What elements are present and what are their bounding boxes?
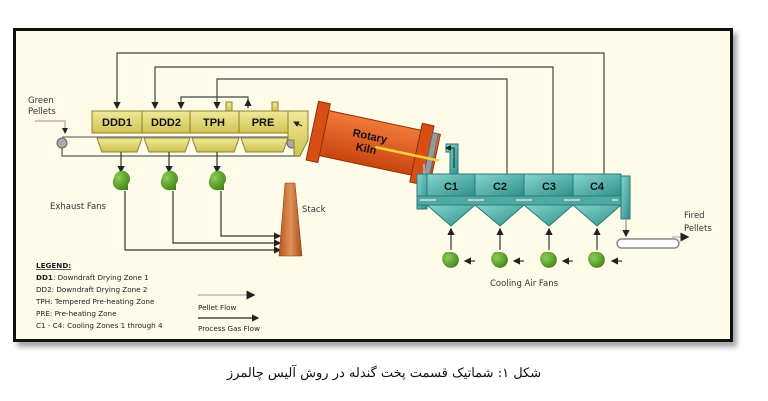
cooling-fan-1	[442, 252, 459, 268]
stack-label: Stack	[302, 205, 326, 215]
pellet-flow-arrow-in	[35, 120, 68, 134]
cooling-fan-2	[491, 252, 508, 268]
output-conveyor	[616, 238, 680, 249]
burner-flame	[375, 145, 440, 162]
exhaust-fan-3	[208, 170, 226, 191]
cooling-fan-3	[540, 252, 557, 268]
legend-item-cooling: C1 - C4: Cooling Zones 1 through 4	[36, 321, 163, 330]
cooling-air-fans: Cooling Air Fans	[442, 227, 622, 289]
green-pellets-label: Green	[28, 96, 54, 106]
legend-item-pre: PRE: Pre-heating Zone	[36, 309, 117, 318]
zone-ddd1: DDD1	[91, 110, 143, 153]
kiln-feed-hood	[287, 110, 309, 157]
svg-text:Pellets: Pellets	[684, 224, 712, 234]
svg-text:DDD1: DDD1	[102, 117, 132, 129]
svg-text:TPH: TPH	[203, 117, 225, 129]
legend-process-gas-flow: Process Gas Flow	[198, 324, 260, 333]
cooler: C1 C2 C3 C4	[416, 173, 631, 227]
legend-item-dd1: DD1: Downdraft Drying Zone 1	[36, 273, 149, 282]
svg-text:C4: C4	[590, 181, 605, 193]
zone-ddd2: DDD2	[141, 110, 191, 153]
legend-pellet-flow: Pellet Flow	[198, 303, 237, 312]
cooling-fan-4	[588, 252, 605, 268]
stack: Stack	[278, 182, 326, 257]
gas-return-lines	[113, 52, 605, 174]
zone-tph: TPH	[189, 101, 240, 153]
svg-text:C1: C1	[444, 181, 458, 193]
cooler-discharge-chute	[620, 175, 631, 220]
svg-text:DDD2: DDD2	[151, 117, 181, 129]
legend: LEGEND: DD1: Downdraft Drying Zone 1 DD2…	[35, 261, 260, 333]
svg-text:PRE: PRE	[252, 117, 275, 129]
svg-text:C2: C2	[493, 181, 507, 193]
legend-item-dd2: DD2: Downdraft Drying Zone 2	[36, 285, 147, 294]
gas-line-c3-ddd2	[151, 66, 554, 174]
fired-pellets-output: Fired Pellets	[616, 211, 712, 249]
fired-pellets-label: Fired	[684, 211, 705, 221]
zone-c1: C1	[425, 173, 477, 227]
exhaust-fans-label: Exhaust Fans	[50, 202, 107, 212]
exhaust-fan-2	[160, 170, 178, 191]
legend-item-tph: TPH: Tempered Pre-heating Zone	[35, 297, 155, 306]
rotary-kiln: Rotary Kiln	[305, 100, 441, 186]
gas-line-pre-ddd2	[177, 96, 249, 110]
svg-text:C3: C3	[542, 181, 556, 193]
exhaust-fan-1	[112, 170, 130, 191]
zone-c3: C3	[522, 173, 575, 227]
cooling-air-fans-label: Cooling Air Fans	[490, 279, 559, 289]
preheater-zones: DDD1 DDD2 TPH PRE	[91, 101, 309, 157]
conveyor-roller-left	[56, 137, 68, 149]
green-pellets-input: Green Pellets	[28, 96, 68, 134]
gas-line-c4-ddd1	[113, 52, 605, 174]
svg-text:Pellets: Pellets	[28, 107, 56, 117]
exhaust-fans: Exhaust Fans	[50, 152, 282, 254]
svg-text:Kiln: Kiln	[355, 141, 378, 157]
zone-c2: C2	[473, 173, 526, 227]
zone-pre: PRE	[238, 101, 289, 153]
figure-caption: شکل ۱: شماتیک قسمت پخت گندله در روش آلیس…	[226, 366, 542, 381]
zone-c4: C4	[571, 173, 623, 227]
grate-conveyor	[56, 136, 300, 157]
gas-line-c2-tph	[213, 78, 508, 174]
legend-title: LEGEND:	[36, 261, 71, 270]
